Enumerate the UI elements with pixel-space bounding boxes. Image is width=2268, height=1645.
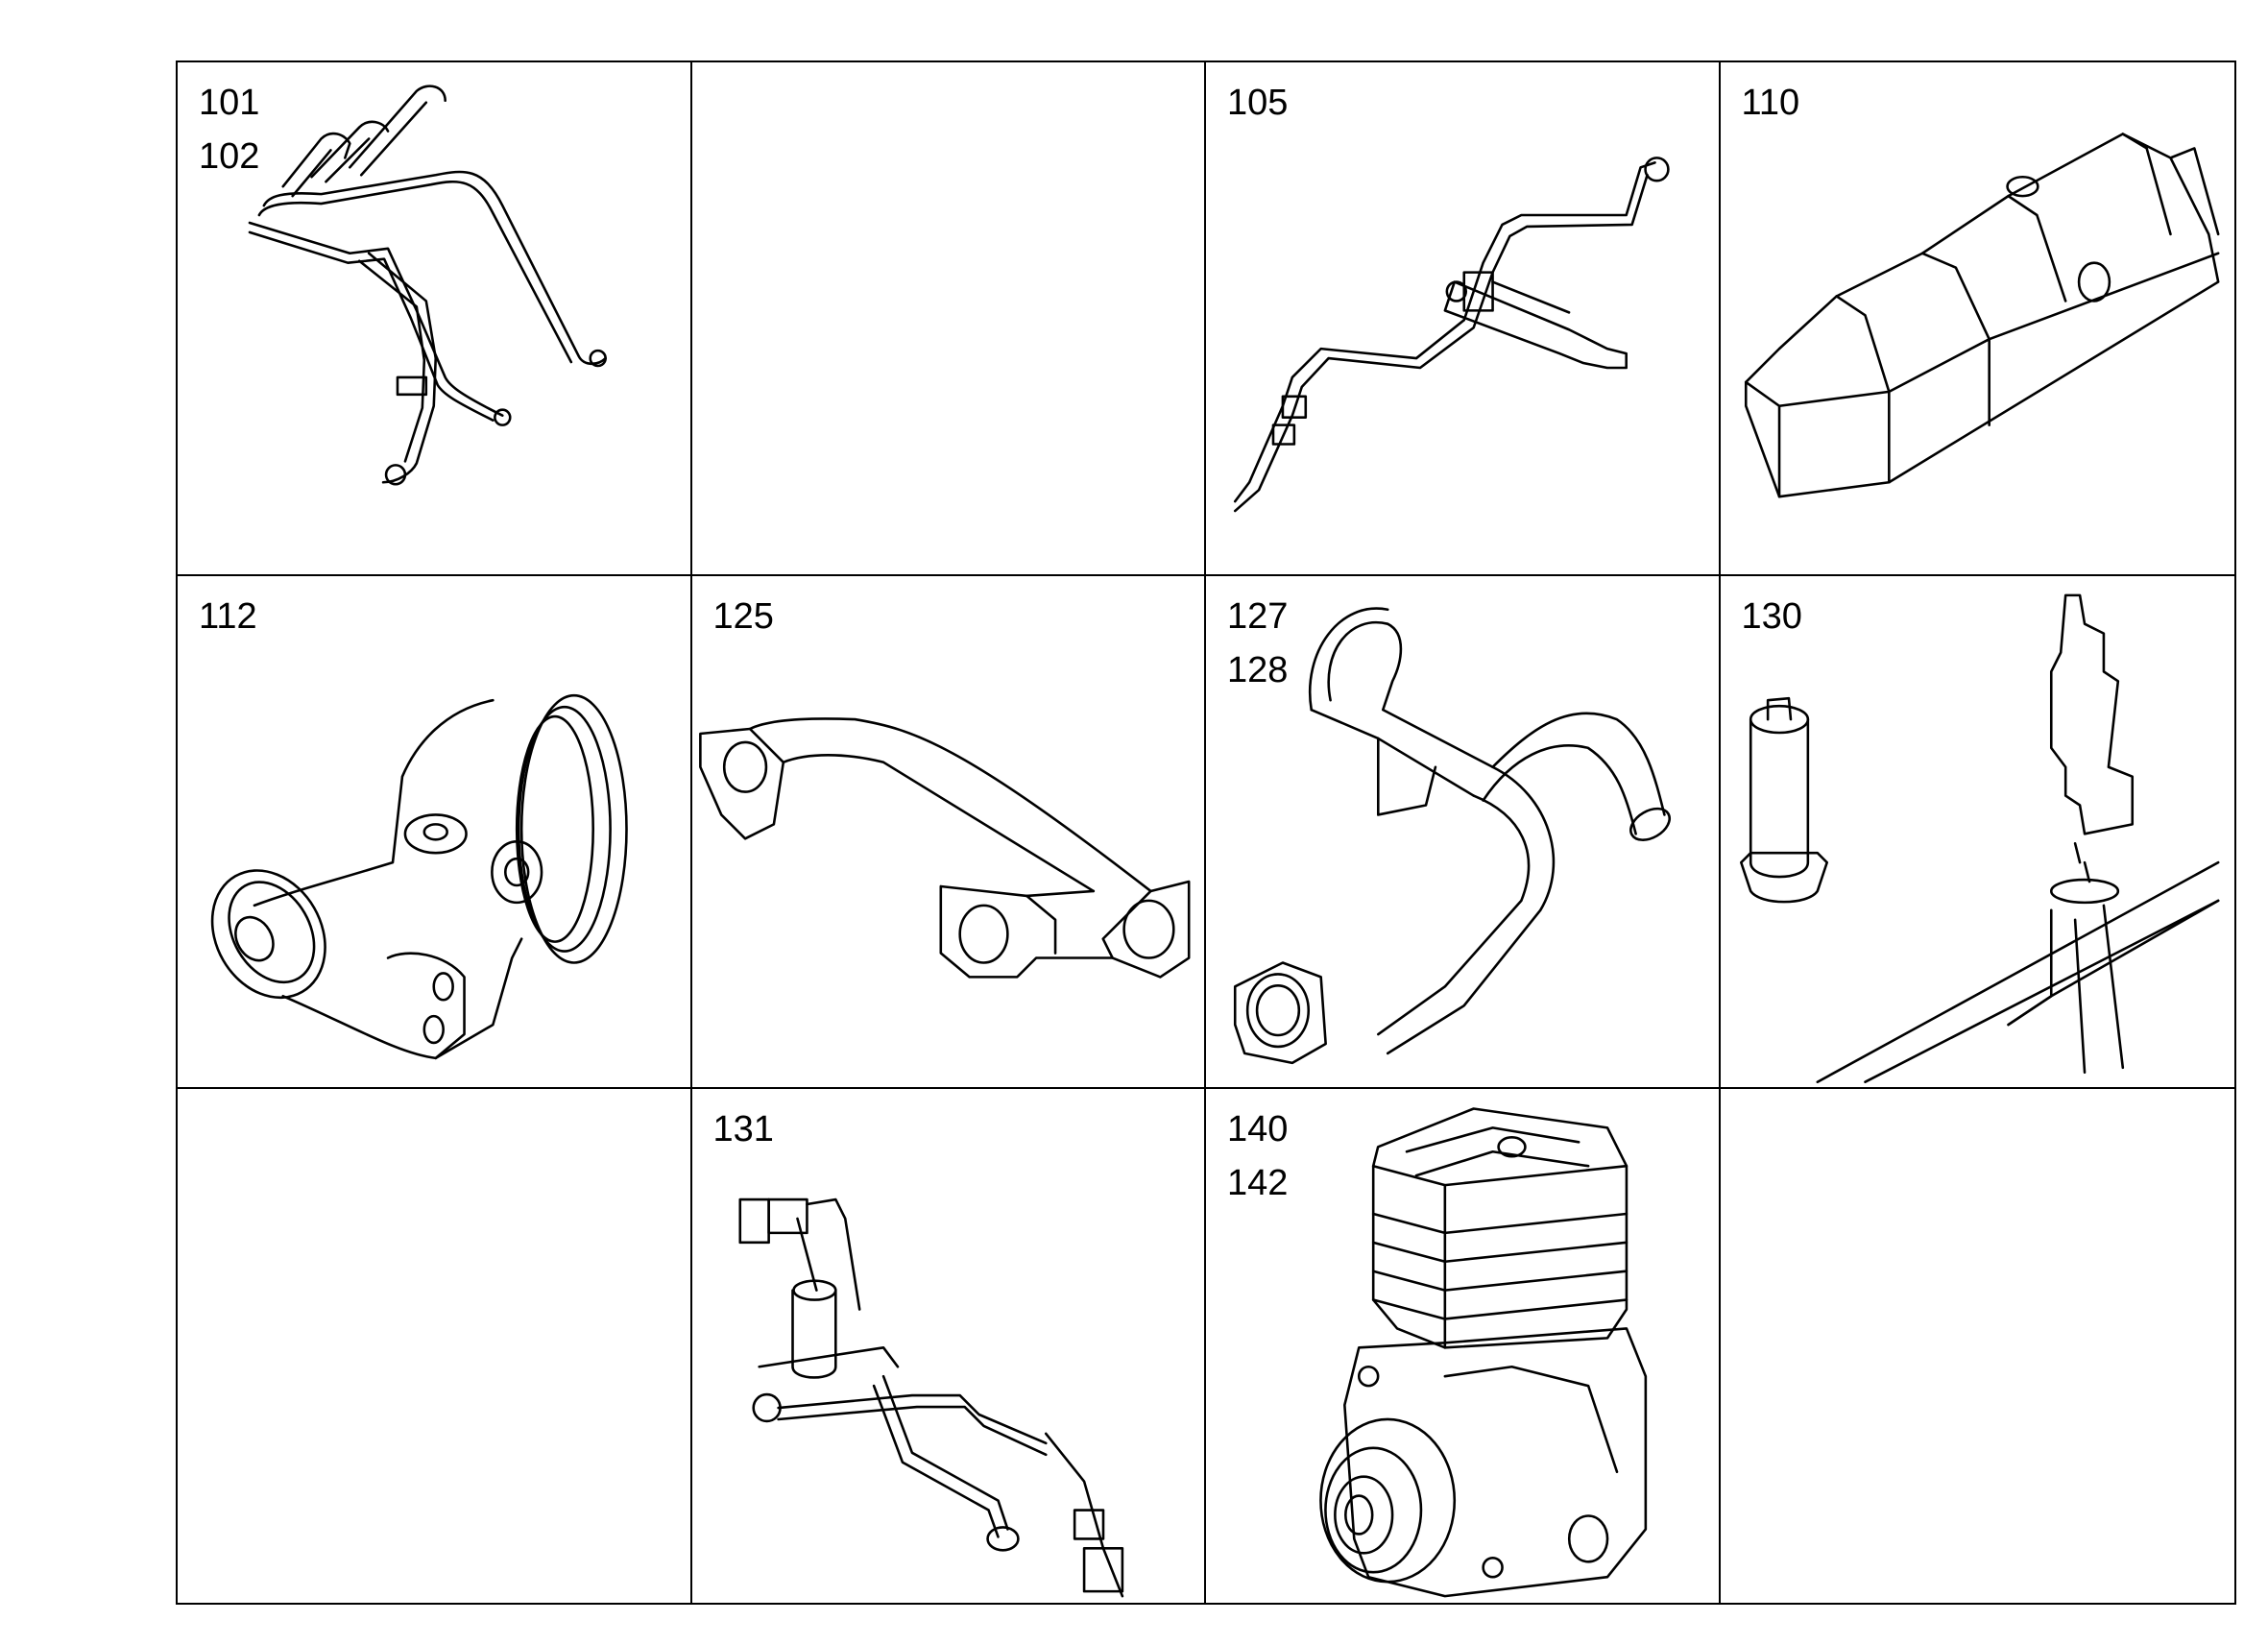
parts-grid: 101 102 105 [176,60,2236,1605]
part-labels: 140 142 [1227,1102,1288,1210]
part-labels: 127 128 [1227,590,1288,697]
part-number: 110 [1741,83,1800,123]
part-labels: 105 [1227,76,1288,130]
part-number: 112 [199,595,257,637]
part-cell-empty [178,1089,692,1603]
part-cell-140[interactable]: 140 142 [1206,1089,1721,1603]
part-labels: 131 [713,1102,774,1156]
part-number: 140 [1227,1109,1289,1150]
part-number: 142 [1227,1163,1289,1204]
coolant-pipe-illustration [1233,606,1671,1064]
part-cell-empty [691,62,1206,576]
part-number: 102 [199,136,260,177]
injection-lines-illustration [248,85,607,486]
part-cell-110[interactable]: 110 [1720,62,2234,576]
air-compressor-illustration [1319,1107,1648,1598]
cylinder-head-cover-illustration [1744,133,2219,498]
part-number: 125 [712,595,774,637]
part-labels: 101 102 [199,76,259,183]
part-cell-112[interactable]: 112 [178,575,692,1090]
part-cell-105[interactable]: 105 [1206,62,1721,576]
part-number: 101 [199,83,260,123]
part-number: 131 [712,1109,774,1150]
part-number: 105 [1227,83,1289,123]
part-cell-125[interactable]: 125 [691,575,1206,1090]
part-cell-127[interactable]: 127 128 [1206,575,1721,1090]
exhaust-pipe-illustration [698,716,1190,979]
part-number: 128 [1227,649,1289,690]
part-labels: 110 [1742,76,1800,130]
part-labels: 125 [713,590,774,643]
part-labels: 112 [199,590,257,643]
heater-plug-and-solenoid-illustration [1739,593,2219,1083]
solenoid-with-lines-illustration [737,1198,1123,1598]
intake-elbow-illustration [210,693,628,1059]
part-cell-130[interactable]: 130 [1720,576,2234,1090]
injector-with-line-illustration [1233,157,1670,513]
part-cell-131[interactable]: 131 [692,1089,1206,1603]
part-cell-empty [1721,1089,2235,1603]
part-number: 127 [1227,595,1289,637]
part-labels: 130 [1742,590,1802,643]
part-cell-101[interactable]: 101 102 [178,62,692,576]
part-number: 130 [1741,595,1802,637]
